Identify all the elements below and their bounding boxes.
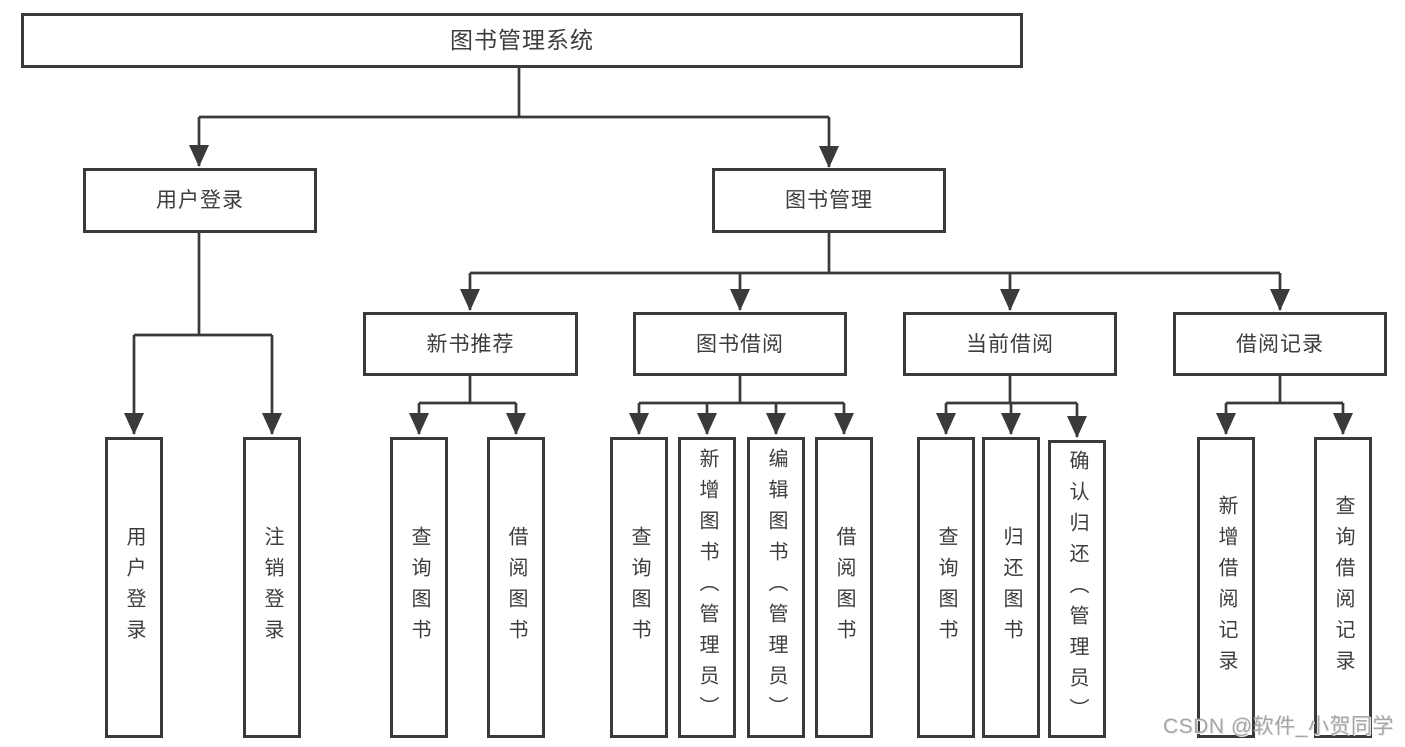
leaf-edit-books-admin: 编辑图书（管理员） (747, 437, 805, 738)
leaf-label: 新增图书（管理员） (696, 448, 718, 727)
leaf-label: 借阅图书 (505, 525, 527, 650)
leaf-confirm-return-admin: 确认归还（管理员） (1048, 440, 1106, 738)
leaf-add-books-admin: 新增图书（管理员） (678, 437, 736, 738)
leaf-label: 新增借阅记录 (1215, 494, 1237, 681)
node-library-management-system: 图书管理系统 (21, 13, 1023, 68)
leaf-query-borrow-record: 查询借阅记录 (1314, 437, 1372, 738)
node-label: 图书管理 (785, 189, 873, 212)
leaf-borrow-books-2: 借阅图书 (815, 437, 873, 738)
node-label: 用户登录 (156, 189, 244, 212)
leaf-query-books-3: 查询图书 (917, 437, 975, 738)
leaf-query-books-1: 查询图书 (390, 437, 448, 738)
csdn-watermark: CSDN @软件_小贺同学 (1163, 715, 1394, 738)
node-label: 当前借阅 (966, 332, 1054, 356)
leaf-label: 查询图书 (935, 525, 957, 650)
node-label: 图书借阅 (696, 332, 784, 356)
leaf-user-login: 用户登录 (105, 437, 163, 738)
node-label: 图书管理系统 (450, 27, 594, 53)
node-book-borrowing: 图书借阅 (633, 312, 847, 376)
node-borrowing-records: 借阅记录 (1173, 312, 1387, 376)
node-label: 借阅记录 (1236, 332, 1324, 356)
leaf-logout: 注销登录 (243, 437, 301, 738)
leaf-return-books: 归还图书 (982, 437, 1040, 738)
leaf-label: 编辑图书（管理员） (765, 448, 787, 727)
node-user-login: 用户登录 (83, 168, 317, 233)
node-book-management: 图书管理 (712, 168, 946, 233)
leaf-label: 归还图书 (1000, 525, 1022, 650)
leaf-query-books-2: 查询图书 (610, 437, 668, 738)
node-new-book-recommendation: 新书推荐 (363, 312, 578, 376)
leaf-label: 借阅图书 (833, 525, 855, 650)
leaf-label: 注销登录 (261, 525, 283, 650)
leaf-label: 查询图书 (628, 525, 650, 650)
leaf-label: 确认归还（管理员） (1066, 449, 1088, 729)
leaf-label: 查询借阅记录 (1332, 494, 1354, 681)
leaf-borrow-books-1: 借阅图书 (487, 437, 545, 738)
leaf-add-borrow-record: 新增借阅记录 (1197, 437, 1255, 738)
leaf-label: 查询图书 (408, 525, 430, 650)
leaf-label: 用户登录 (123, 525, 145, 650)
node-current-borrowing: 当前借阅 (903, 312, 1117, 376)
node-label: 新书推荐 (426, 332, 515, 356)
